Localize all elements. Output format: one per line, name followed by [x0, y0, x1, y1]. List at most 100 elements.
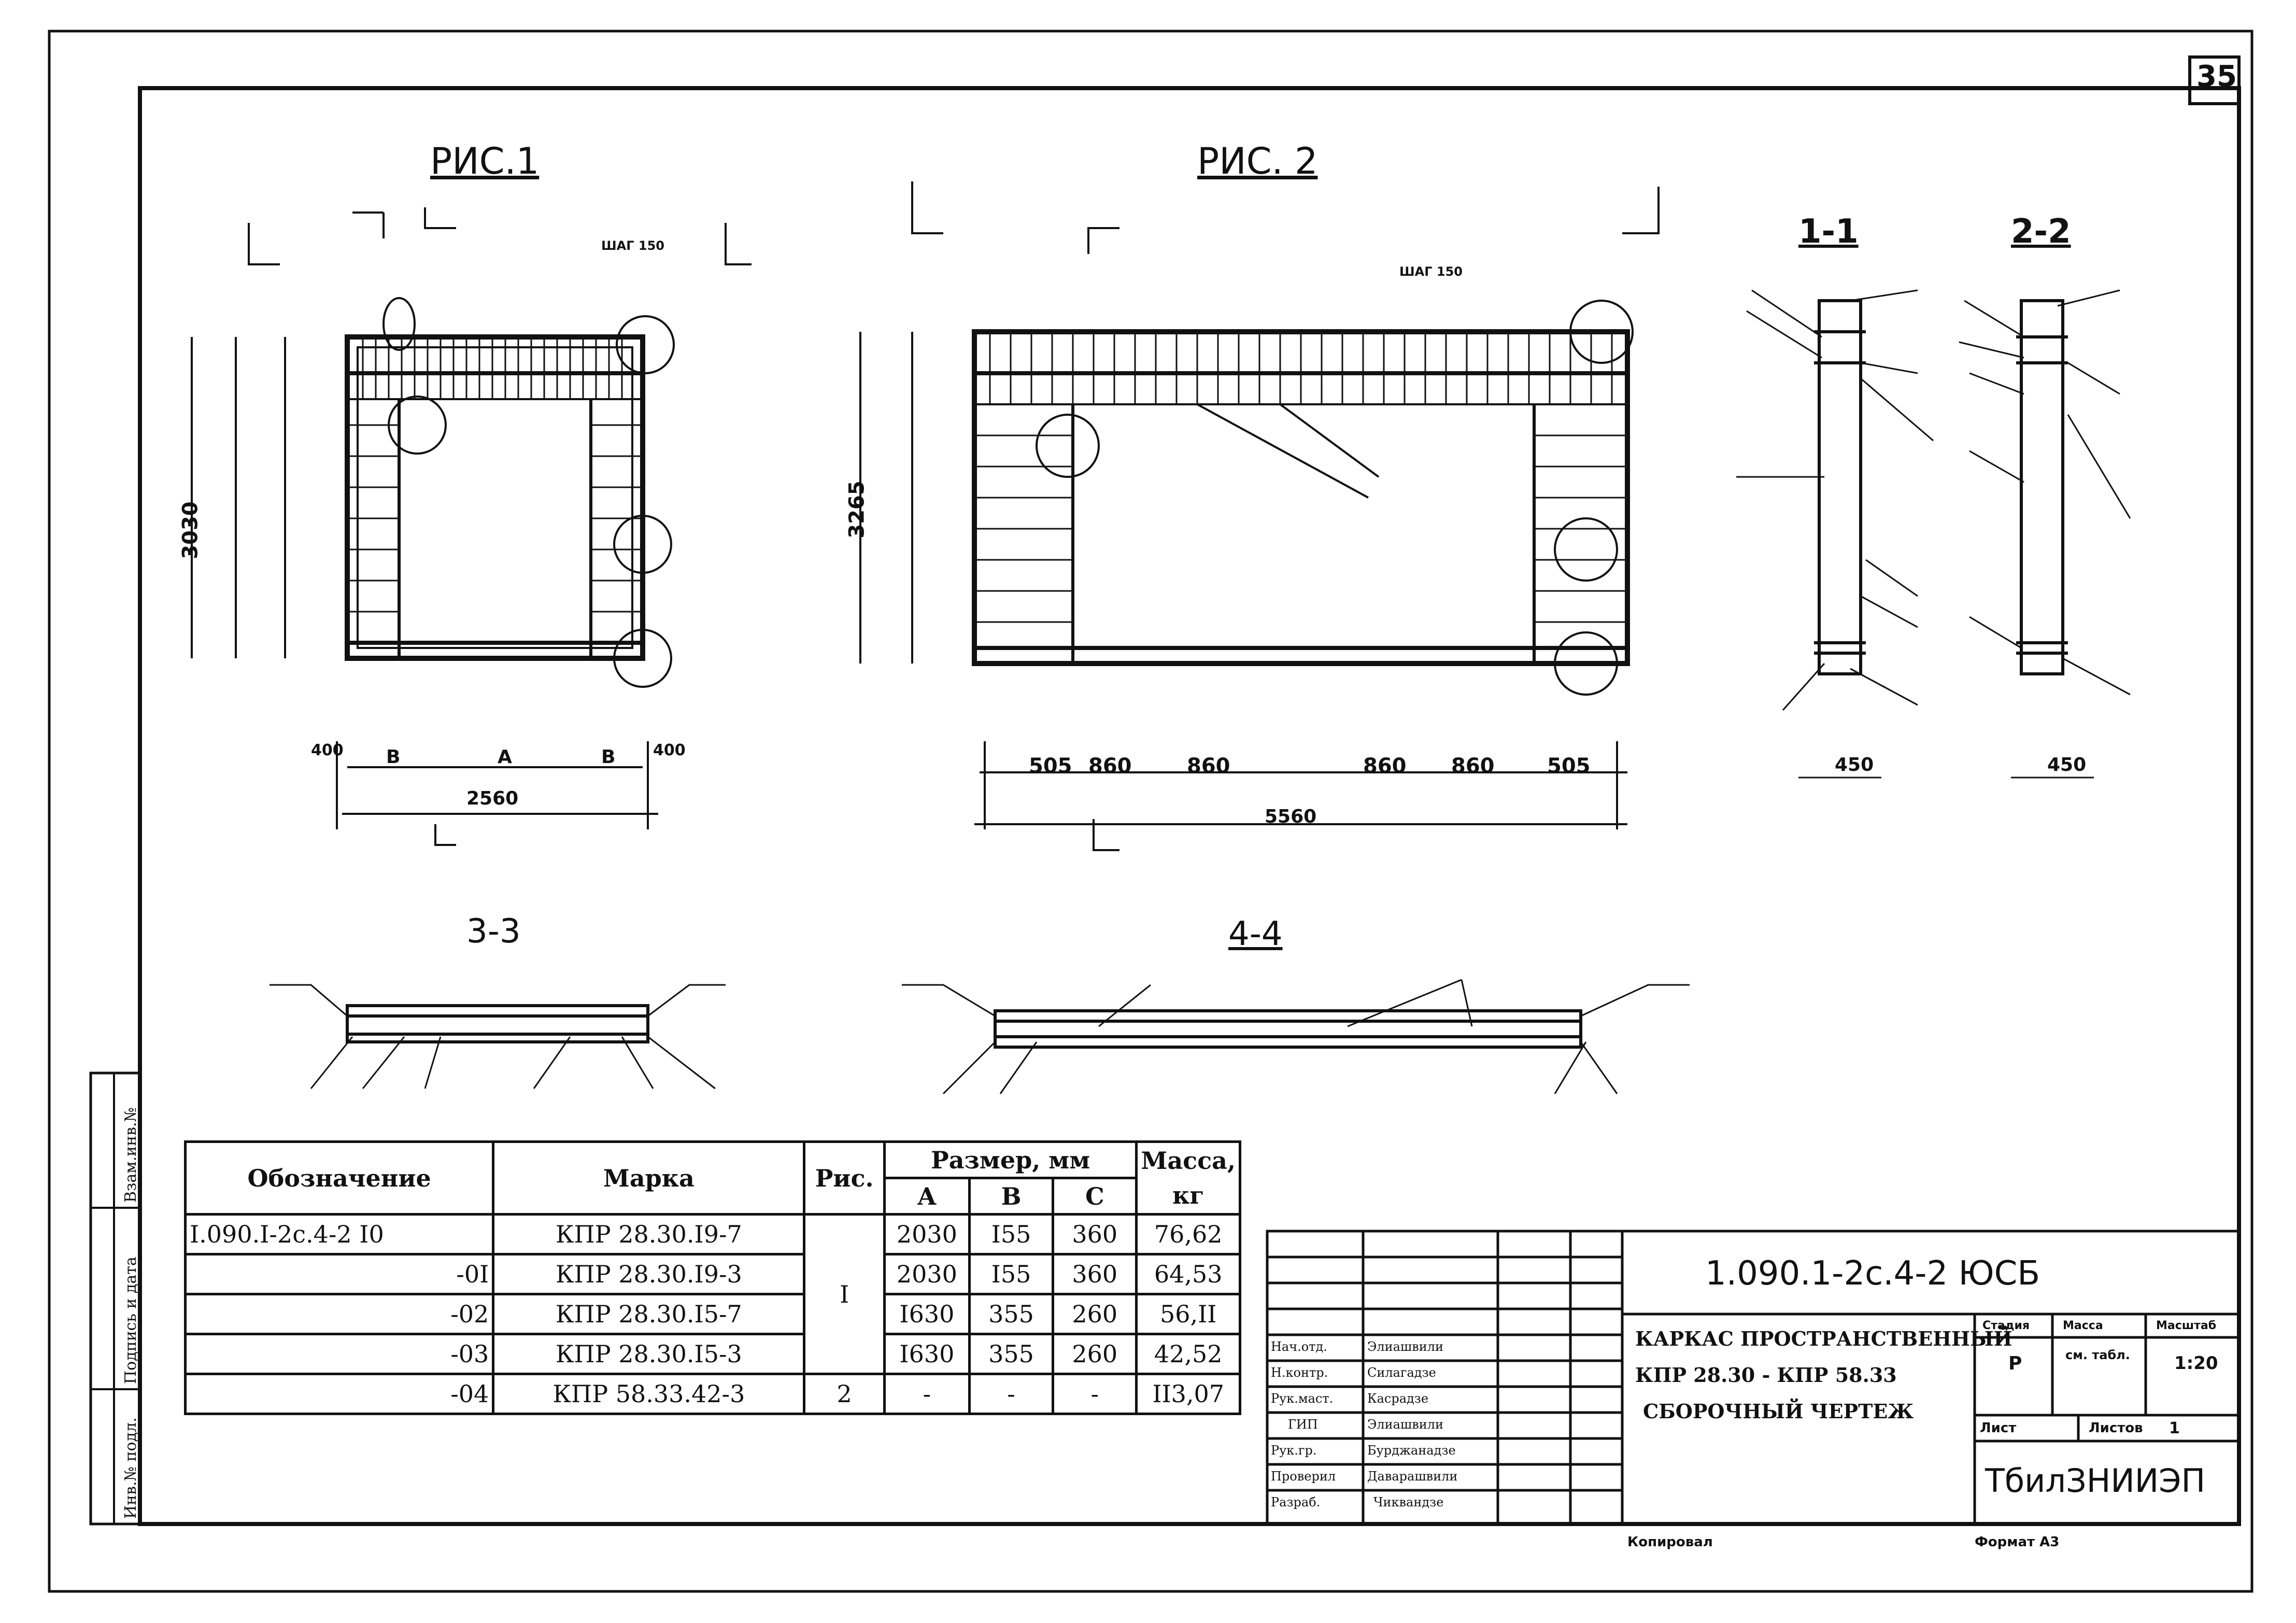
scale-label: Масштаб — [2156, 1319, 2217, 1332]
row-a: 2030 — [883, 1253, 971, 1295]
sheets-count: 1 — [2169, 1419, 2180, 1437]
stamp-role: ГИП — [1288, 1417, 1318, 1432]
title-line-2: КПР 28.30 - КПР 58.33 — [1635, 1363, 1897, 1387]
document-code: 1.090.1-2c.4-2 ЮСБ — [1705, 1254, 2040, 1293]
hdr-mass-unit: кг — [1135, 1178, 1241, 1216]
fig1-dim-400: 400 — [311, 741, 344, 759]
section-1-1-title: 1-1 — [1798, 213, 1859, 251]
row-b: I55 — [968, 1253, 1055, 1295]
stamp-name: Бурджанадзе — [1367, 1443, 1456, 1458]
stamp-name: Касрадзе — [1367, 1391, 1429, 1406]
fig1-title: РИС.1 — [430, 140, 540, 182]
mass-label: Масса — [2063, 1319, 2103, 1332]
fig1-dim-400r: 400 — [653, 741, 686, 759]
copied-label: Копировал — [1627, 1534, 1713, 1550]
row-b: 355 — [968, 1293, 1055, 1335]
stamp-name: Чиквандзе — [1373, 1495, 1444, 1509]
hdr-mass: Масса, — [1135, 1140, 1241, 1178]
fig2-total-width: 5560 — [1265, 806, 1317, 827]
row-a: I630 — [883, 1333, 971, 1375]
hdr-c: С — [1052, 1177, 1138, 1216]
row-b: 355 — [968, 1333, 1055, 1375]
stamp-role: Н.контр. — [1271, 1365, 1328, 1380]
sheets-label: Листов — [2089, 1420, 2143, 1436]
row-mark: КПР 28.30.I5-3 — [492, 1333, 806, 1375]
fig2-dim-860-1: 860 — [1088, 754, 1132, 778]
hdr-sizes: Размер, мм — [883, 1140, 1138, 1179]
row-fig: 2 — [803, 1373, 886, 1415]
inner-frame — [138, 86, 2241, 1526]
fig1-dim-b-left: B — [386, 746, 401, 768]
fig1-drawing — [345, 334, 645, 661]
section-1-1 — [1814, 299, 1866, 675]
row-mass: II3,07 — [1135, 1373, 1241, 1415]
side-label-signature: Подпись и дата — [122, 1257, 140, 1384]
stamp-name: Силагадзе — [1367, 1365, 1436, 1380]
row-designation: -0I — [183, 1253, 495, 1295]
row-a: 2030 — [883, 1213, 971, 1255]
row-mass: 76,62 — [1135, 1213, 1241, 1255]
stamp-name: Элиашвили — [1367, 1417, 1443, 1432]
row-designation: -02 — [183, 1293, 495, 1335]
side-label-inventory: Инв.№ подл. — [122, 1417, 140, 1519]
fig2-total-height: 3265 — [845, 481, 869, 539]
stamp-role: Рук.гр. — [1271, 1443, 1317, 1458]
fig2-dim-860-4: 860 — [1451, 754, 1495, 778]
section-4-4 — [994, 1009, 1582, 1049]
hdr-mark: Марка — [492, 1140, 806, 1216]
sec22-width: 450 — [2047, 754, 2087, 775]
stage-value: Р — [2008, 1353, 2022, 1374]
section-4-4-title: 4-4 — [1228, 915, 1283, 953]
stamp-role: Проверил — [1271, 1469, 1336, 1484]
stamp-role: Рук.маст. — [1271, 1391, 1334, 1406]
table-row: -02 КПР 28.30.I5-7 I630 355 260 56,II — [183, 1293, 1241, 1335]
fig2-dim-860-3: 860 — [1363, 754, 1407, 778]
row-mark: КПР 28.30.I9-3 — [492, 1253, 806, 1295]
sheet-number: 35 — [2196, 60, 2237, 93]
row-a: - — [883, 1373, 971, 1415]
row-mass: 64,53 — [1135, 1253, 1241, 1295]
fig2-dim-505r: 505 — [1547, 754, 1591, 778]
organization: ТбилЗНИИЭП — [1985, 1462, 2206, 1500]
row-c: 360 — [1052, 1213, 1138, 1255]
row-c: 260 — [1052, 1293, 1138, 1335]
stamp-name: Даварашвили — [1367, 1469, 1458, 1484]
fig2-step: ШАГ 150 — [1399, 264, 1463, 279]
row-designation: -03 — [183, 1333, 495, 1375]
table-row: -0I КПР 28.30.I9-3 2030 I55 360 64,53 — [183, 1253, 1241, 1295]
fig1-total-width: 2560 — [466, 788, 519, 809]
scale-value: 1:20 — [2174, 1353, 2218, 1374]
table-row: -04 КПР 58.33.42-3 2 - - - II3,07 — [183, 1373, 1241, 1415]
sec11-width: 450 — [1835, 754, 1874, 775]
stage-label: Стадия — [1982, 1319, 2030, 1332]
spec-table: Обозначение Марка Рис. Размер, мм Масса,… — [183, 1140, 1241, 1415]
row-mass: 42,52 — [1135, 1333, 1241, 1375]
title-block-lines — [1266, 1230, 2241, 1526]
row-mark: КПР 58.33.42-3 — [492, 1373, 806, 1415]
row-mass: 56,II — [1135, 1293, 1241, 1335]
hdr-designation: Обозначение — [183, 1140, 495, 1216]
row-b: I55 — [968, 1213, 1055, 1255]
row-b: - — [968, 1373, 1055, 1415]
section-2-2-title: 2-2 — [2011, 213, 2071, 251]
hdr-b: В — [968, 1177, 1055, 1216]
section-2-2 — [2016, 299, 2068, 675]
fig1-step: ШАГ 150 — [601, 238, 664, 253]
row-fig: I — [803, 1213, 886, 1375]
section-3-3-title: 3-3 — [466, 912, 521, 951]
row-c: 360 — [1052, 1253, 1138, 1295]
row-designation: -04 — [183, 1373, 495, 1415]
row-designation: I.090.I-2c.4-2 I0 — [183, 1213, 495, 1255]
row-mark: КПР 28.30.I9-7 — [492, 1213, 806, 1255]
fig2-dim-505: 505 — [1029, 754, 1072, 778]
mass-value: см. табл. — [2065, 1348, 2130, 1362]
stamp-role: Разраб. — [1271, 1495, 1321, 1509]
fig2-dim-860-2: 860 — [1187, 754, 1230, 778]
title-line-1: КАРКАС ПРОСТРАНСТВЕННЫЙ — [1635, 1327, 2012, 1350]
title-line-3: СБОРОЧНЫЙ ЧЕРТЕЖ — [1643, 1400, 1914, 1423]
fig1-total-height: 3030 — [178, 501, 203, 559]
fig1-dim-b-right: B — [601, 746, 616, 768]
table-row: I.090.I-2c.4-2 I0 КПР 28.30.I9-7 I 2030 … — [183, 1213, 1241, 1375]
fig1-dim-a: A — [498, 746, 512, 768]
